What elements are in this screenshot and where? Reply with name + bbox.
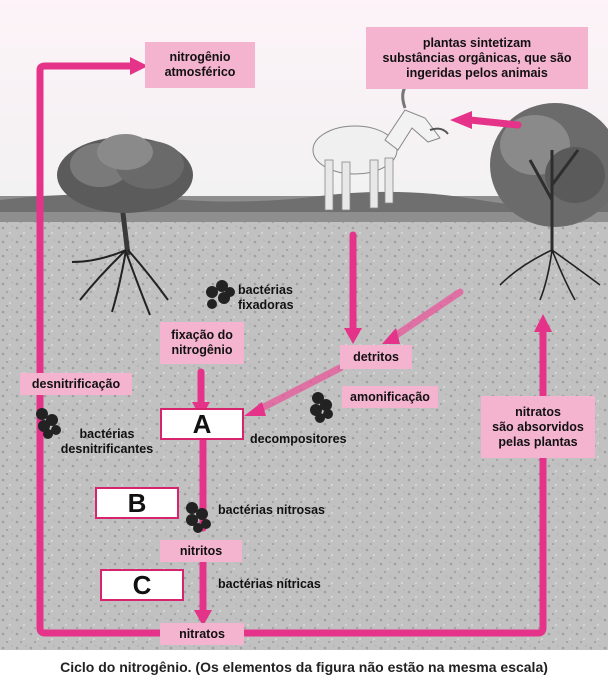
label-amonificacao: amonificação: [342, 386, 438, 408]
label-fixacao-nitrogenio: fixação do nitrogênio: [160, 322, 244, 364]
answer-box-a: A: [160, 408, 244, 440]
label-bacterias-desnitrificantes: bactérias desnitrificantes: [52, 427, 162, 457]
answer-box-b: B: [95, 487, 179, 519]
label-nitritos: nitritos: [160, 540, 242, 562]
label-detritos: detritos: [340, 345, 412, 369]
label-decompositores: decompositores: [250, 432, 347, 447]
label-desnitrificacao: desnitrificação: [20, 373, 132, 395]
label-bacterias-fixadoras: bactérias fixadoras: [238, 283, 294, 313]
label-bacterias-nitrosas: bactérias nitrosas: [218, 503, 325, 518]
answer-box-c: C: [100, 569, 184, 601]
label-nitratos-absorvidos: nitratos são absorvidos pelas plantas: [481, 396, 595, 458]
label-bacterias-nitricas: bactérias nítricas: [218, 577, 321, 592]
figure-caption: Ciclo do nitrogênio. (Os elementos da fi…: [0, 659, 608, 675]
label-nitratos: nitratos: [160, 623, 244, 645]
label-nitrogenio-atmosferico: nitrogênio atmosférico: [145, 42, 255, 88]
label-plantas-sintetizam: plantas sintetizam substâncias orgânicas…: [366, 27, 588, 89]
